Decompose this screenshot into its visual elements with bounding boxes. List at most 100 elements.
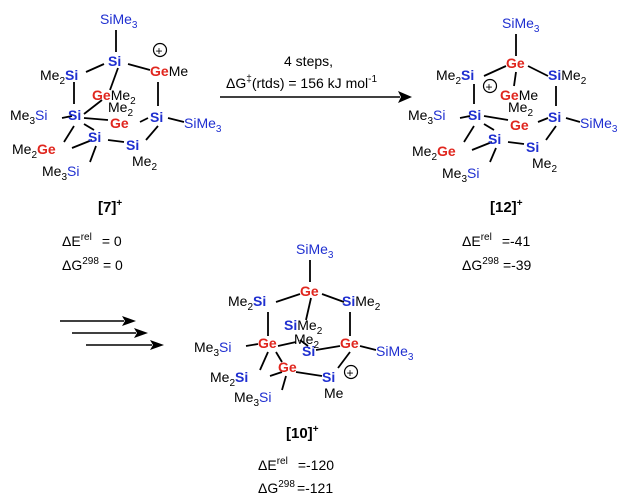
bond — [145, 125, 159, 141]
atom-me2-label: Me2 — [532, 155, 557, 175]
atom-sime3: SiMe3 — [502, 15, 540, 35]
atom-sime2: SiMe2 — [548, 67, 587, 87]
bond — [89, 145, 97, 163]
bond — [459, 115, 471, 119]
bond — [483, 65, 507, 77]
atom-sime3: SiMe3 — [580, 115, 618, 135]
atom-me3si: Me3Si — [42, 163, 79, 183]
cation-plus-sign: + — [486, 80, 493, 94]
bond — [109, 67, 119, 91]
atom-geme: GeMe — [500, 87, 538, 103]
bond — [513, 71, 517, 87]
atom-ge: Ge — [506, 55, 525, 71]
atom-me2-label: Me2 — [108, 99, 133, 119]
bond — [277, 341, 297, 347]
atom-me2-label: Me2 — [132, 153, 157, 173]
atom-ge: Ge — [258, 335, 277, 351]
atom-si: Si — [108, 53, 121, 69]
bond — [483, 115, 509, 121]
bond — [167, 117, 185, 123]
atom-me3si: Me3Si — [194, 339, 231, 359]
atom-me2si: Me2Si — [210, 369, 248, 389]
bond — [281, 375, 287, 391]
atom-me3si: Me3Si — [234, 389, 271, 409]
bond — [321, 293, 345, 303]
atom-si: Si — [302, 343, 315, 359]
bond — [315, 345, 341, 351]
atom-me2-label: Me2 — [294, 331, 319, 351]
atom-ge: Ge — [340, 335, 359, 351]
atom-si: Si — [68, 107, 81, 123]
energy-dg-7: ΔG298= 0 — [62, 256, 123, 273]
atom-sime3: SiMe3 — [376, 343, 414, 363]
cation-plus-sign: + — [156, 44, 163, 58]
bond — [527, 65, 549, 77]
atom-me2si: Me2Si — [40, 67, 78, 87]
compound-label-12: [12]+ — [490, 198, 523, 216]
bond — [537, 117, 549, 123]
cation-plus-icon — [482, 78, 498, 94]
bond — [545, 125, 557, 141]
energy-de-7: ΔErel= 0 — [62, 232, 122, 249]
bond — [275, 351, 283, 363]
atom-si: Si — [548, 109, 561, 125]
arrow-steps-label: 4 steps, — [284, 53, 333, 69]
atom-me3si: Me3Si — [408, 107, 445, 127]
bond — [565, 117, 581, 123]
atom-geme: GeMe — [150, 63, 188, 79]
atom-me2ge: Me2Ge — [12, 141, 56, 161]
bond — [245, 343, 259, 347]
bond — [483, 123, 495, 131]
compound-label-7: [7]+ — [98, 198, 122, 216]
bond — [359, 345, 377, 351]
atom-me3si: Me3Si — [10, 107, 47, 127]
atom-me2ge: Me2Ge — [412, 143, 456, 163]
bond — [85, 63, 105, 73]
atom-ge: Ge — [300, 283, 319, 299]
energy-de-12: ΔErel=-41 — [462, 232, 530, 249]
bond — [63, 125, 75, 143]
bond — [83, 99, 103, 115]
atom-si: Si — [526, 139, 539, 155]
atom-si: Si — [126, 137, 139, 153]
multistep-arrow — [60, 316, 164, 350]
atom-sime2: SiMe2 — [284, 317, 323, 337]
cation-plus-sign: + — [347, 366, 354, 380]
energy-dg-10: ΔG298=-121 — [258, 479, 333, 496]
bond — [107, 139, 125, 143]
atom-sime3: SiMe3 — [296, 241, 334, 261]
bond — [295, 371, 323, 377]
molecule-10: SiMe3 Ge Me2Si SiMe2 SiMe2 Me2 Me3Si Ge … — [194, 241, 414, 409]
arrow-energy-label: ΔG‡(rtds) = 156 kJ mol-1 — [226, 74, 377, 91]
atom-si: Si — [468, 107, 481, 123]
bond — [259, 351, 269, 371]
arrow-head-icon — [122, 316, 136, 326]
atom-ge: Ge — [278, 359, 297, 375]
atom-si: Si — [488, 131, 501, 147]
molecule-12: SiMe3 Ge Me2Si SiMe2 + GeMe Me2 Me3Si Si… — [408, 15, 618, 185]
bond — [61, 115, 73, 119]
bond — [127, 63, 151, 71]
bond — [471, 141, 493, 151]
compound-label-10: [10]+ — [286, 424, 319, 442]
atom-ge: Ge — [510, 117, 529, 133]
arrow-head-icon — [398, 91, 412, 103]
atom-si: Si — [88, 129, 101, 145]
atom-sime2: SiMe2 — [342, 293, 381, 313]
molecule-7: SiMe3 Si + GeMe Me2Si GeMe2 Me2 Me3Si Si… — [10, 11, 222, 183]
bond — [489, 147, 497, 163]
arrow-head-icon — [150, 340, 164, 350]
atom-ge: Ge — [110, 115, 129, 131]
arrow-head-icon — [134, 328, 148, 338]
bond — [507, 141, 525, 145]
atom-me2si: Me2Si — [228, 293, 266, 313]
energy-de-10: ΔErel=-120 — [258, 456, 334, 473]
atom-me2si: Me2Si — [436, 67, 474, 87]
atom-sime3: SiMe3 — [100, 11, 138, 31]
cation-plus-icon — [343, 364, 359, 380]
bond — [305, 297, 312, 321]
atom-sime3: SiMe3 — [184, 115, 222, 135]
bond — [299, 339, 309, 347]
